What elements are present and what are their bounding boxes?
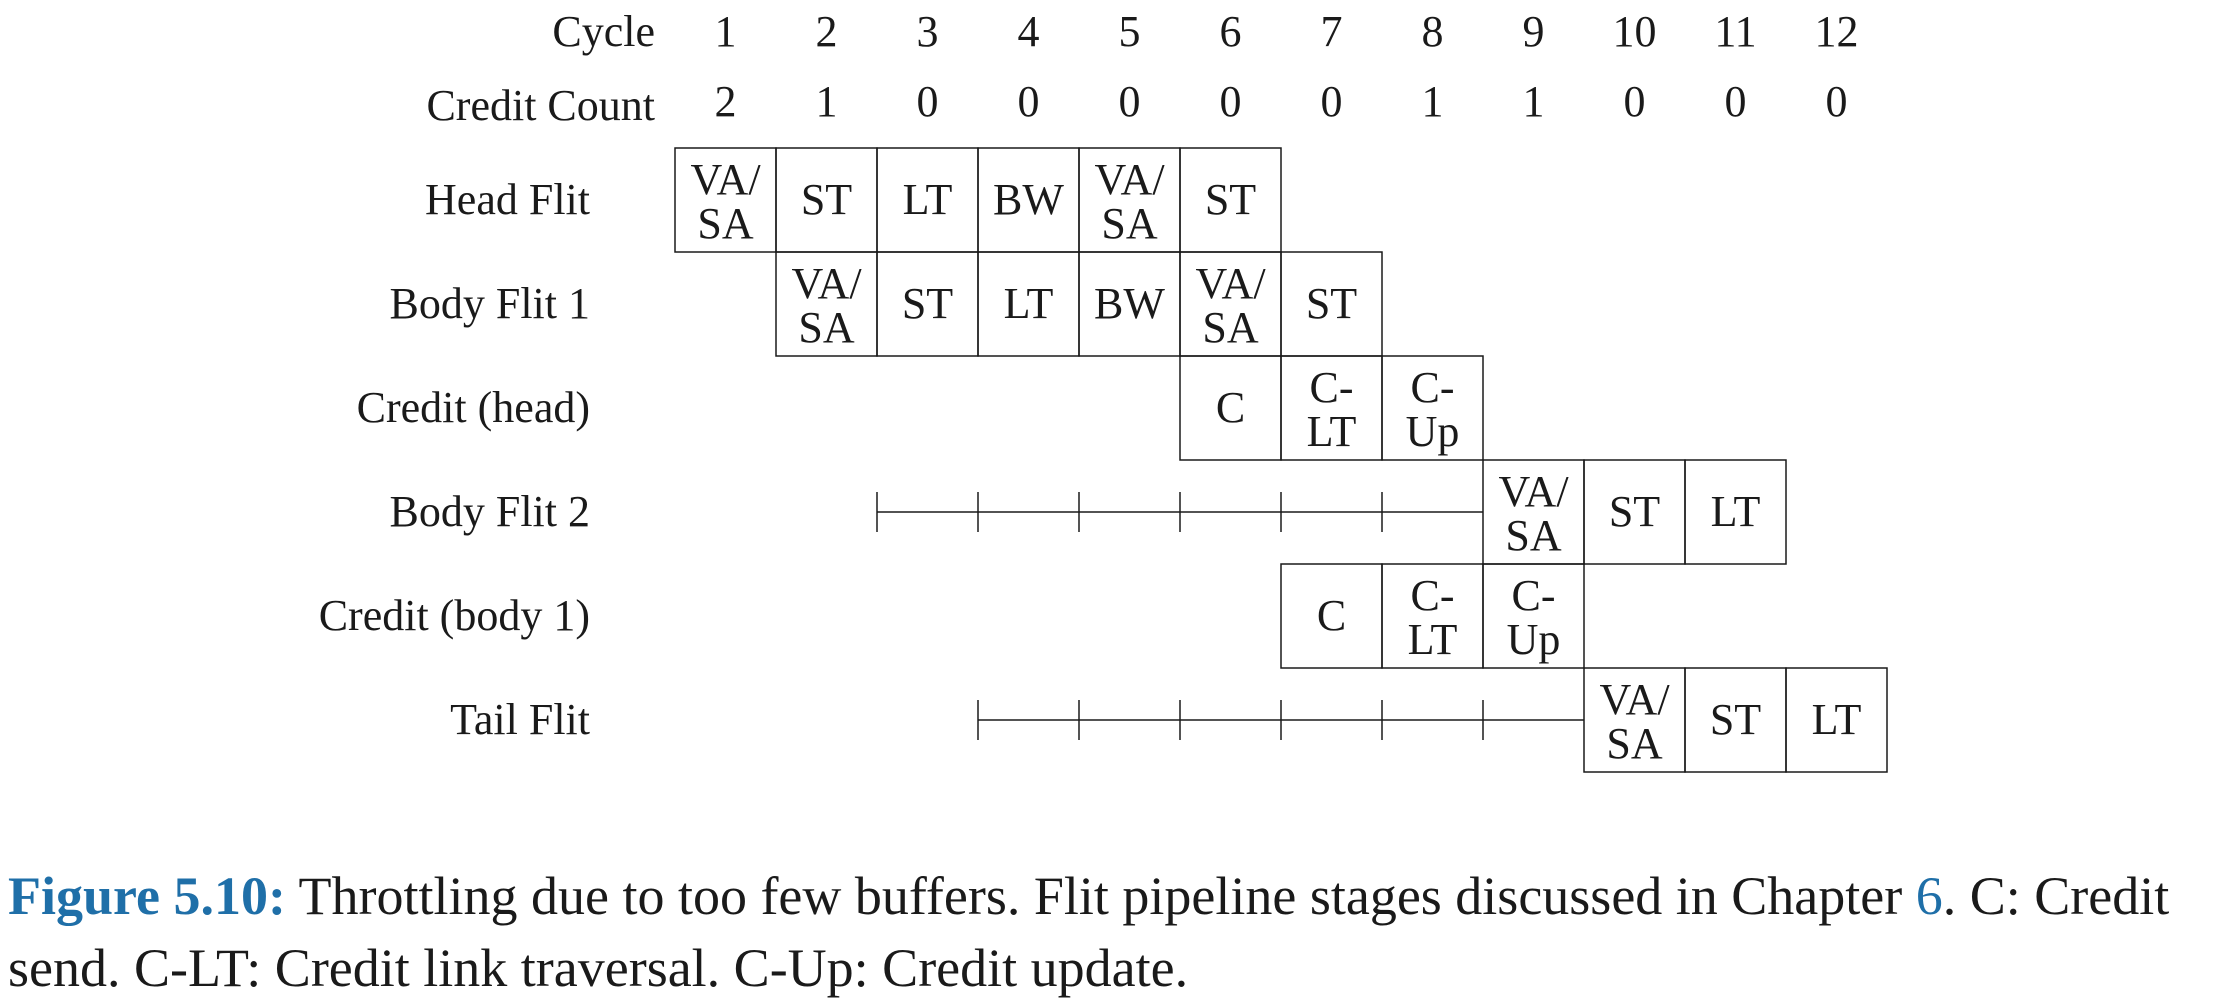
cycle-number: 8 xyxy=(1422,7,1444,56)
credit-count-value: 2 xyxy=(715,77,737,126)
row-label: Tail Flit xyxy=(450,695,590,744)
cycle-number: 6 xyxy=(1220,7,1242,56)
caption-text-1: Throttling due to too few buffers. Flit … xyxy=(285,866,1916,926)
stage-label: Up xyxy=(1406,407,1460,456)
stage-label: SA xyxy=(1606,719,1662,768)
row-label: Credit (head) xyxy=(357,383,590,432)
stage-label: ST xyxy=(801,175,852,224)
stage-label: ST xyxy=(902,279,953,328)
row-label: Credit (body 1) xyxy=(319,591,590,640)
stage-box xyxy=(1381,355,1484,461)
cycle-number: 3 xyxy=(917,7,939,56)
credit-count-value: 0 xyxy=(1725,77,1747,126)
stage-label: BW xyxy=(993,175,1064,224)
cycle-number: 11 xyxy=(1714,7,1756,56)
stage-label: SA xyxy=(697,199,753,248)
credit-count-value: 0 xyxy=(1321,77,1343,126)
stage-box xyxy=(1785,667,1888,773)
stage-box xyxy=(1684,459,1787,565)
stage-label: C xyxy=(1216,383,1245,432)
stage-label: LT xyxy=(1408,615,1458,664)
stage-label: SA xyxy=(1101,199,1157,248)
cycle-number: 7 xyxy=(1321,7,1343,56)
stage-label: LT xyxy=(903,175,953,224)
cycle-number: 2 xyxy=(816,7,838,56)
stage-label: ST xyxy=(1609,487,1660,536)
cycle-label: Cycle xyxy=(552,7,655,56)
cycle-number: 10 xyxy=(1613,7,1657,56)
row-label: Body Flit 2 xyxy=(390,487,591,536)
stage-label: C- xyxy=(1411,571,1455,620)
figure-caption: Figure 5.10: Throttling due to too few b… xyxy=(8,860,2208,1004)
cycle-number: 5 xyxy=(1119,7,1141,56)
credit-count-value: 1 xyxy=(1523,77,1545,126)
row-label: Head Flit xyxy=(425,175,590,224)
stage-label: SA xyxy=(1202,303,1258,352)
cycle-number: 9 xyxy=(1523,7,1545,56)
stage-label: C- xyxy=(1411,363,1455,412)
stage-box xyxy=(1482,563,1585,669)
stage-label: LT xyxy=(1812,695,1862,744)
stage-label: VA/ xyxy=(690,155,761,204)
caption-text-2: . C: Credit send. C-LT: Credit link trav… xyxy=(8,866,2170,998)
cycle-number: 1 xyxy=(715,7,737,56)
credit-count-value: 1 xyxy=(1422,77,1444,126)
credit-count-value: 0 xyxy=(917,77,939,126)
chapter-reference-link[interactable]: 6 xyxy=(1915,866,1943,926)
stage-label: BW xyxy=(1094,279,1165,328)
credit-count-value: 0 xyxy=(1018,77,1040,126)
credit-count-value: 0 xyxy=(1826,77,1848,126)
stage-label: SA xyxy=(798,303,854,352)
credit-count-label: Credit Count xyxy=(426,81,655,130)
credit-count-value: 0 xyxy=(1624,77,1646,126)
stage-label: SA xyxy=(1505,511,1561,560)
stage-label: C xyxy=(1317,591,1346,640)
stage-label: VA/ xyxy=(791,259,862,308)
stage-label: C- xyxy=(1310,363,1354,412)
stage-label: LT xyxy=(1307,407,1357,456)
stage-label: LT xyxy=(1711,487,1761,536)
cycle-number: 12 xyxy=(1815,7,1859,56)
stage-label: VA/ xyxy=(1195,259,1266,308)
cycle-number: 4 xyxy=(1018,7,1040,56)
stage-label: ST xyxy=(1710,695,1761,744)
figure-label: Figure 5.10: xyxy=(8,866,286,926)
credit-count-value: 0 xyxy=(1220,77,1242,126)
stage-label: Up xyxy=(1507,615,1561,664)
stage-label: C- xyxy=(1512,571,1556,620)
stage-label: LT xyxy=(1004,279,1054,328)
stage-label: ST xyxy=(1205,175,1256,224)
stage-label: ST xyxy=(1306,279,1357,328)
row-label: Body Flit 1 xyxy=(390,279,591,328)
stage-label: VA/ xyxy=(1498,467,1569,516)
credit-count-value: 1 xyxy=(816,77,838,126)
stage-label: VA/ xyxy=(1094,155,1165,204)
credit-count-value: 0 xyxy=(1119,77,1141,126)
stage-label: VA/ xyxy=(1599,675,1670,724)
